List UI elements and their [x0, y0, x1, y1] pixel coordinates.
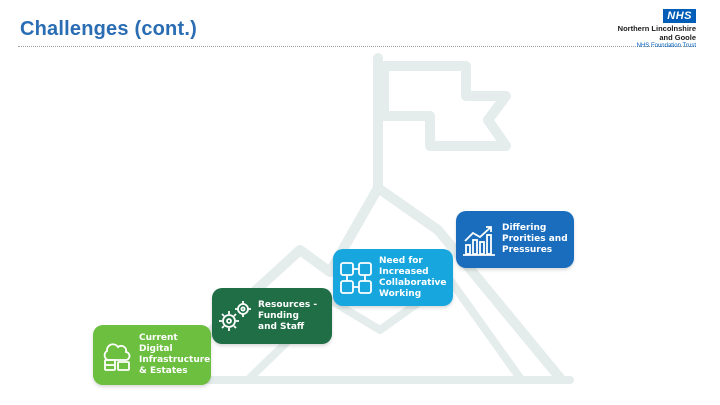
card-label: Need for Increased Collaborative Working — [379, 255, 447, 299]
growth-chart-icon — [456, 218, 502, 262]
slide-title: Challenges (cont.) — [20, 18, 197, 40]
title-divider — [18, 46, 696, 47]
card-label: Current Digital Infrastructure & Estates — [139, 333, 211, 376]
card-differing-priorities: Differing Prorities and Pressures — [456, 211, 574, 268]
card-collaborative-working: Need for Increased Collaborative Working — [333, 249, 453, 306]
card-digital-infrastructure: Current Digital Infrastructure & Estates — [93, 325, 211, 385]
card-label: Differing Prorities and Pressures — [502, 223, 568, 255]
logo-line-2: and Goole — [659, 33, 696, 42]
nhs-badge: NHS — [663, 9, 696, 23]
gears-icon — [212, 294, 258, 338]
handshake-puzzle-icon — [333, 256, 379, 300]
card-label: Resources - Funding and Staff — [258, 299, 318, 332]
flag-shape — [379, 61, 511, 151]
logo-line-3: NHS Foundation Trust — [636, 43, 696, 49]
nhs-logo: NHS Northern Lincolnshire and Goole NHS … — [606, 6, 696, 50]
card-resources: Resources - Funding and Staff — [212, 288, 332, 344]
logo-line-1: Northern Lincolnshire — [617, 24, 696, 33]
cloud-server-icon — [93, 333, 139, 377]
